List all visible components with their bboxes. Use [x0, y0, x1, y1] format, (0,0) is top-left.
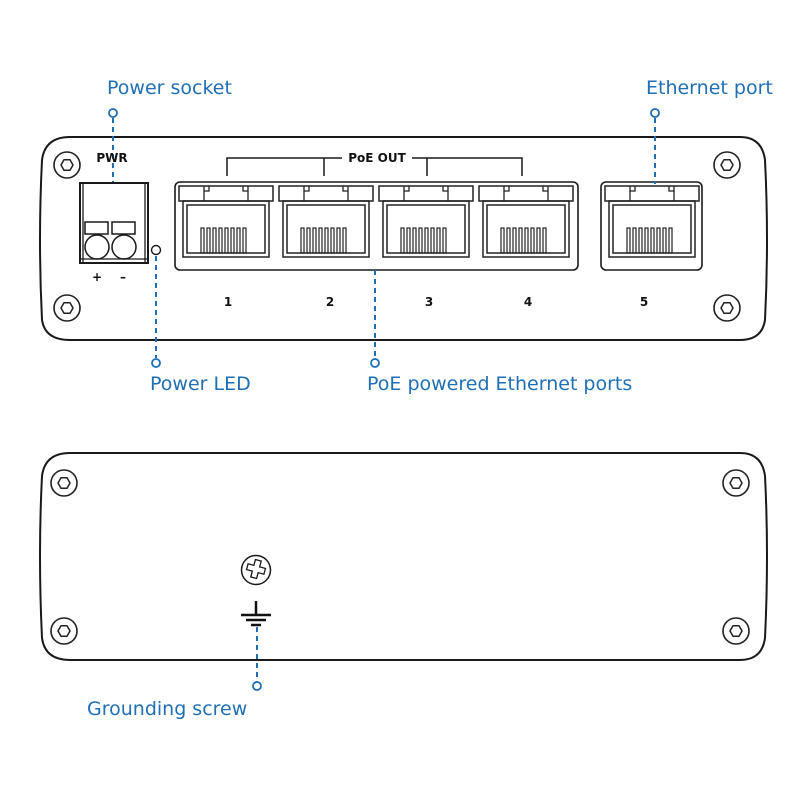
port-number-2: 2 [325, 295, 335, 309]
hex-screw-icon [722, 617, 750, 645]
power-socket [79, 182, 149, 264]
ethernet-port-2 [278, 185, 374, 258]
callout-power-socket: Power socket [107, 77, 232, 99]
port-number-4: 4 [523, 295, 533, 309]
port-5-housing [600, 181, 703, 271]
callout-dot [151, 358, 161, 368]
callout-dot [252, 681, 262, 691]
ethernet-port-3 [378, 185, 474, 258]
port-number-1: 1 [223, 295, 233, 309]
callout-dot [370, 358, 380, 368]
port-number-5: 5 [639, 295, 649, 309]
hex-screw-icon [713, 151, 741, 179]
ground-symbol-icon [241, 601, 271, 627]
poe-out-label: PoE OUT [345, 151, 409, 165]
poe-out-bracket [226, 157, 523, 176]
callout-ethernet-port: Ethernet port [646, 77, 773, 99]
callout-poe-ports: PoE powered Ethernet ports [367, 373, 633, 395]
hex-screw-icon [53, 151, 81, 179]
callout-dot [650, 108, 660, 118]
hex-screw-icon [722, 469, 750, 497]
hex-screw-icon [50, 469, 78, 497]
ethernet-port-1 [178, 185, 274, 258]
ethernet-port-4 [478, 185, 574, 258]
callout-power-led: Power LED [150, 373, 251, 395]
grounding-screw-icon [240, 554, 272, 586]
ethernet-port-5 [604, 185, 700, 258]
poe-port-block [174, 181, 579, 271]
rear-panel [39, 452, 768, 661]
hex-screw-icon [713, 294, 741, 322]
minus-label: – [120, 270, 126, 284]
plus-label: + [91, 270, 103, 284]
callout-grounding-screw: Grounding screw [87, 698, 248, 720]
power-led [150, 244, 162, 256]
pwr-label: PWR [96, 151, 128, 165]
callout-dot [108, 108, 118, 118]
hex-screw-icon [53, 294, 81, 322]
front-panel [39, 136, 768, 341]
hex-screw-icon [50, 617, 78, 645]
port-number-3: 3 [424, 295, 434, 309]
